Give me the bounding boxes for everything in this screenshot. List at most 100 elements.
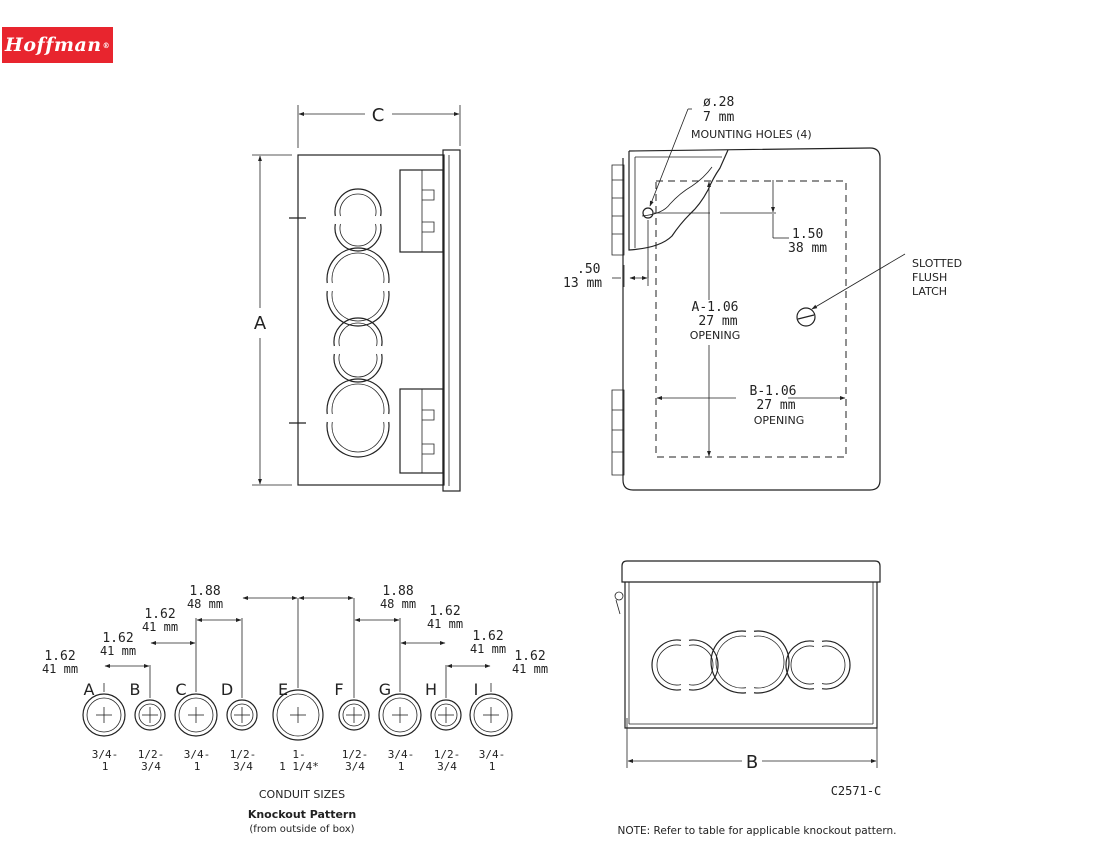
bottom-knockout-1 [651, 639, 719, 691]
conduit-size-bottom: 1 [194, 760, 201, 773]
opening-a-label: OPENING [690, 329, 740, 342]
side-body [297, 154, 445, 486]
opening-outline [655, 180, 847, 458]
conduit-size-top: 1/2- [230, 748, 257, 761]
hinge-top [399, 169, 444, 253]
knockout-d [226, 699, 258, 731]
spacing-in-label: 1.62 [429, 604, 460, 619]
opening-a-in: A-1.06 [692, 300, 739, 315]
note-text: NOTE: Refer to table for applicable knoc… [618, 825, 897, 837]
conduit-size-top: 1- [292, 748, 305, 761]
bottom-body [624, 582, 878, 729]
dim-a-label: A [254, 313, 267, 334]
spacing-mm-label: 41 mm [100, 644, 136, 658]
bottom-knockout-3 [785, 640, 851, 690]
conduit-size-top: 3/4- [388, 748, 415, 761]
knockout-letter-h: H [425, 680, 437, 699]
hoffman-logo: Hoffman® [2, 27, 113, 63]
spacing-mm-label: 41 mm [470, 642, 506, 656]
conduit-size-top: 1/2- [138, 748, 165, 761]
knockout-letter-a: A [84, 680, 95, 699]
knockout-b [134, 699, 166, 731]
knockout-h [430, 699, 462, 731]
conduit-size-bottom: 1 [102, 760, 109, 773]
hole-diameter-label: ø.28 [703, 95, 734, 110]
knockout-letter-d: D [221, 680, 233, 699]
side-view: C A [252, 105, 461, 492]
knockout-i [469, 693, 513, 737]
spacing-mm-label: 48 mm [380, 597, 416, 611]
opening-b-mm: 27 mm [756, 398, 795, 413]
conduit-size-top: 1/2- [342, 748, 369, 761]
cutaway-section [628, 149, 729, 251]
spacing-mm-label: 41 mm [512, 662, 548, 676]
conduit-size-top: 3/4- [184, 748, 211, 761]
conduit-size-bottom: 1 1/4* [279, 760, 319, 773]
bottom-hinge-pin [614, 591, 624, 601]
opening-b-label: OPENING [754, 414, 804, 427]
conduit-size-bottom: 3/4 [345, 760, 365, 773]
spacing-in-label: 1.88 [382, 584, 413, 599]
edge-mm-label: 13 mm [563, 276, 602, 291]
spacing-in-label: 1.62 [472, 629, 503, 644]
conduit-size-bottom: 1 [398, 760, 405, 773]
front-hinge-bottom [611, 389, 625, 476]
knockout-letter-b: B [130, 680, 141, 699]
spacing-in-label: 1.62 [514, 649, 545, 664]
dim-b-label: B [746, 752, 758, 773]
conduit-size-bottom: 1 [489, 760, 496, 773]
front-view: ø.28 7 mm MOUNTING HOLES (4) 1.50 38 mm … [563, 95, 962, 491]
knockout-letter-e: E [278, 680, 288, 699]
bottom-cover [621, 560, 881, 583]
side-knockout-4 [326, 378, 390, 458]
spacing-in-label: 1.62 [102, 631, 133, 646]
latch-icon [796, 307, 816, 327]
conduit-size-top: 1/2- [434, 748, 461, 761]
front-body [622, 147, 881, 491]
registered-mark: ® [102, 40, 111, 50]
latch-label-3: LATCH [912, 285, 947, 298]
hinge-bottom [399, 388, 444, 474]
mounting-holes-label: MOUNTING HOLES (4) [691, 128, 812, 141]
latch-label-2: FLUSH [912, 271, 947, 284]
knockout-letter-f: F [334, 680, 343, 699]
dim-c-label: C [372, 105, 385, 126]
knockout-title: Knockout Pattern [248, 808, 356, 821]
knockout-letter-i: I [474, 680, 479, 699]
spacing-in-label: 1.62 [144, 607, 175, 622]
knockout-letter-c: C [175, 680, 186, 699]
spacing-mm-label: 48 mm [187, 597, 223, 611]
drawing-number: C2571-C [831, 784, 882, 798]
knockout-letter-g: G [379, 680, 391, 699]
conduit-size-top: 3/4- [479, 748, 506, 761]
side-cover [442, 149, 461, 492]
side-knockout-2 [326, 247, 390, 327]
conduit-caption: CONDUIT SIZES [259, 788, 345, 801]
side-knockout-3 [333, 317, 383, 383]
spacing-mm-label: 41 mm [142, 620, 178, 634]
latch-label-1: SLOTTED [912, 257, 962, 270]
knockout-pattern: A3/4-1B1/2-3/4C3/4-1D1/2-3/4E1-1 1/4*F1/… [42, 584, 548, 835]
logo-text: Hoffman [4, 34, 102, 56]
knockout-f [338, 699, 370, 731]
spacing-in-label: 1.62 [44, 649, 75, 664]
knockout-c [174, 693, 218, 737]
knockout-g [378, 693, 422, 737]
knockout-subtitle: (from outside of box) [249, 824, 354, 835]
side-knockout-1 [334, 188, 382, 252]
offset-mm-label: 38 mm [788, 241, 827, 256]
opening-a-mm: 27 mm [698, 314, 737, 329]
hole-mm-label: 7 mm [703, 110, 734, 125]
knockout-e [272, 689, 324, 741]
spacing-in-label: 1.88 [189, 584, 220, 599]
edge-in-label: .50 [577, 262, 600, 277]
offset-in-label: 1.50 [792, 227, 823, 242]
bottom-knockout-2 [710, 630, 790, 694]
spacing-mm-label: 41 mm [42, 662, 78, 676]
bottom-view: B C2571-C [614, 560, 882, 798]
conduit-size-bottom: 3/4 [233, 760, 253, 773]
opening-b-in: B-1.06 [750, 384, 797, 399]
spacing-mm-label: 41 mm [427, 617, 463, 631]
conduit-size-bottom: 3/4 [141, 760, 161, 773]
